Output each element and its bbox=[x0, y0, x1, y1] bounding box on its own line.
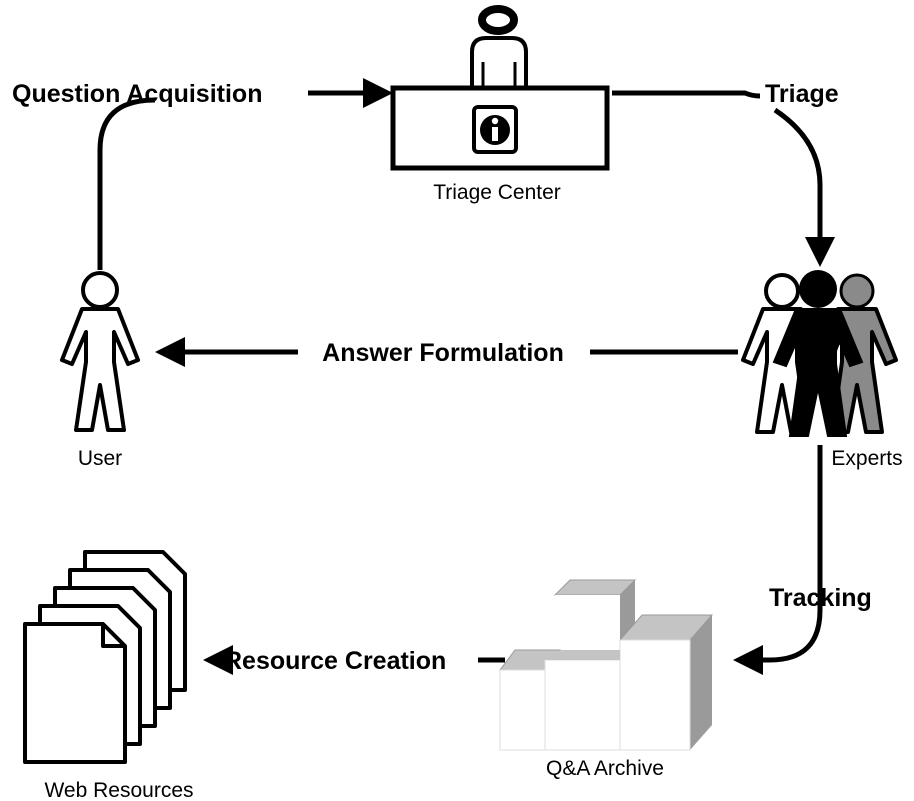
step-labels: Question Acquisition Triage Answer Formu… bbox=[12, 80, 872, 675]
triage-center-node: Triage Center bbox=[390, 5, 610, 204]
web-resources-node: Web Resources bbox=[23, 550, 194, 801]
answer-formulation-label: Answer Formulation bbox=[322, 339, 564, 367]
person-outline-icon bbox=[60, 271, 140, 432]
stacked-blocks-icon bbox=[499, 579, 714, 751]
qa-archive-label: Q&A Archive bbox=[546, 757, 664, 780]
question-acquisition-label: Question Acquisition bbox=[12, 80, 262, 108]
user-to-question-connector bbox=[97, 97, 156, 270]
experts-node: Experts bbox=[741, 270, 903, 470]
triage-center-to-triage-connector bbox=[612, 90, 761, 99]
triage-label: Triage bbox=[765, 80, 839, 108]
triage-center-label: Triage Center bbox=[433, 181, 561, 204]
info-desk-icon bbox=[390, 5, 610, 171]
tracking-label: Tracking bbox=[769, 584, 872, 612]
resource-creation-label: Resource Creation bbox=[224, 647, 446, 675]
group-of-people-icon bbox=[741, 270, 898, 437]
triage-to-experts-arrow bbox=[773, 107, 835, 267]
document-stack-icon bbox=[23, 550, 187, 764]
experts-label: Experts bbox=[831, 447, 902, 470]
tracking-to-archive-arrow bbox=[733, 609, 823, 675]
qa-archive-node: Q&A Archive bbox=[499, 579, 714, 780]
connectors bbox=[97, 78, 835, 675]
user-label: User bbox=[78, 447, 122, 470]
user-node: User bbox=[60, 271, 140, 470]
web-resources-label: Web Resources bbox=[44, 779, 193, 801]
